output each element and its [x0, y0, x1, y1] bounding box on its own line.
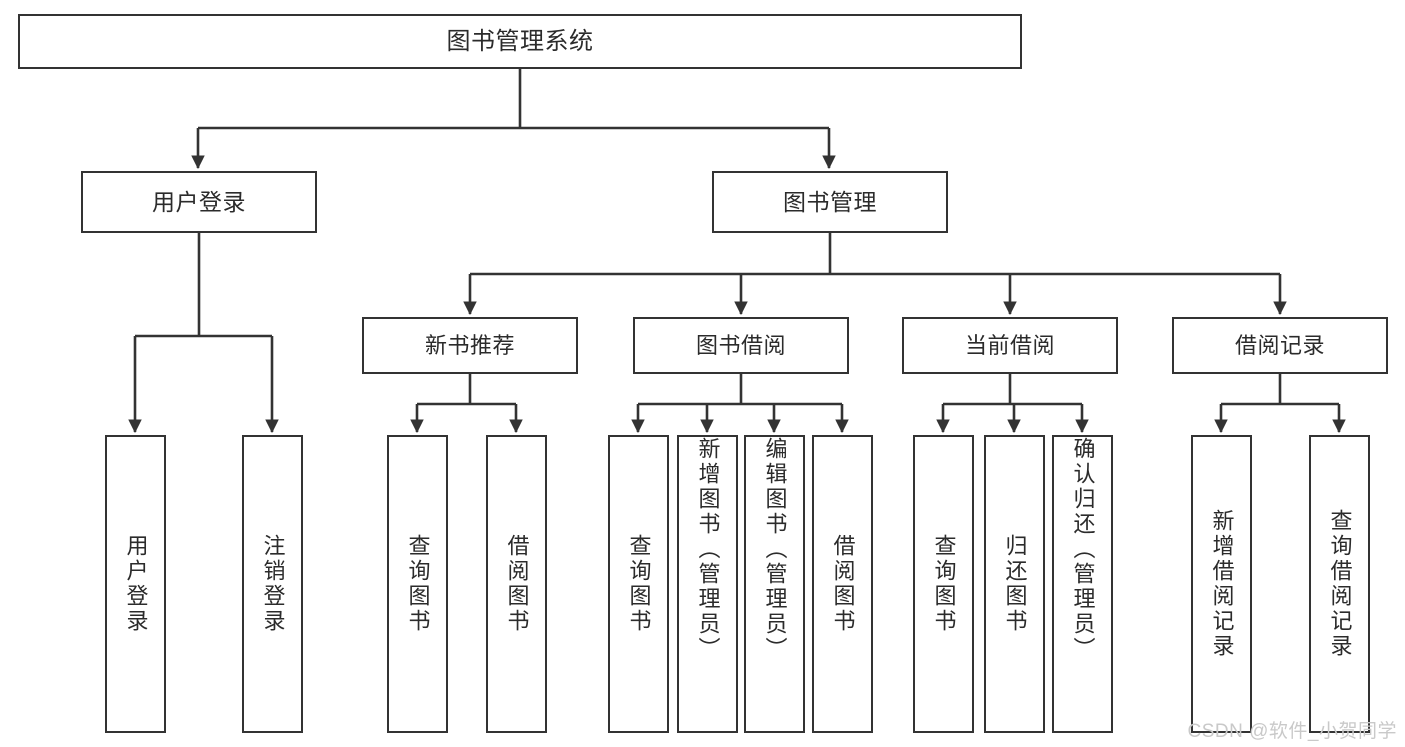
- leaf-borrow-book-1[interactable]: 借阅图书: [486, 435, 547, 733]
- leaf-confirm-return[interactable]: 确认归还（管理员）: [1052, 435, 1113, 733]
- leaf-user-login[interactable]: 用户登录: [105, 435, 166, 733]
- leaf-borrow-book-1-label: 借阅图书: [504, 534, 530, 634]
- leaf-query-record-label: 查询借阅记录: [1327, 509, 1353, 659]
- leaf-return-book-label: 归还图书: [1002, 534, 1028, 634]
- leaf-query-book-1-label: 查询图书: [405, 534, 431, 634]
- leaf-query-record[interactable]: 查询借阅记录: [1309, 435, 1370, 733]
- leaf-user-login-label: 用户登录: [123, 534, 149, 634]
- node-new-book-recommend-label: 新书推荐: [424, 332, 515, 358]
- leaf-add-record[interactable]: 新增借阅记录: [1191, 435, 1252, 733]
- leaf-query-book-3[interactable]: 查询图书: [913, 435, 974, 733]
- node-book-borrow-label: 图书借阅: [695, 332, 786, 358]
- node-root[interactable]: 图书管理系统: [18, 14, 1022, 69]
- leaf-query-book-2[interactable]: 查询图书: [608, 435, 669, 733]
- leaf-add-record-label: 新增借阅记录: [1209, 509, 1235, 659]
- csdn-watermark: CSDN @软件_小贺同学: [1187, 721, 1397, 742]
- leaf-borrow-book-2[interactable]: 借阅图书: [812, 435, 873, 733]
- node-borrow-record[interactable]: 借阅记录: [1172, 317, 1388, 374]
- node-new-book-recommend[interactable]: 新书推荐: [362, 317, 578, 374]
- leaf-query-book-3-label: 查询图书: [931, 534, 957, 634]
- leaf-borrow-book-2-label: 借阅图书: [830, 534, 856, 634]
- node-current-borrow[interactable]: 当前借阅: [902, 317, 1118, 374]
- node-current-borrow-label: 当前借阅: [964, 332, 1055, 358]
- leaf-query-book-1[interactable]: 查询图书: [387, 435, 448, 733]
- node-user-login-label: 用户登录: [152, 188, 246, 215]
- leaf-add-book[interactable]: 新增图书（管理员）: [677, 435, 738, 733]
- leaf-user-logout[interactable]: 注销登录: [242, 435, 303, 733]
- leaf-add-book-label: 新增图书（管理员）: [695, 437, 721, 662]
- leaf-edit-book-label: 编辑图书（管理员）: [762, 437, 788, 662]
- node-book-manage[interactable]: 图书管理: [712, 171, 948, 233]
- leaf-query-book-2-label: 查询图书: [626, 534, 652, 634]
- leaf-confirm-return-label: 确认归还（管理员）: [1070, 437, 1096, 662]
- leaf-edit-book[interactable]: 编辑图书（管理员）: [744, 435, 805, 733]
- leaf-return-book[interactable]: 归还图书: [984, 435, 1045, 733]
- node-borrow-record-label: 借阅记录: [1234, 332, 1325, 358]
- node-book-manage-label: 图书管理: [783, 188, 877, 215]
- node-user-login[interactable]: 用户登录: [81, 171, 317, 233]
- node-book-borrow[interactable]: 图书借阅: [633, 317, 849, 374]
- leaf-user-logout-label: 注销登录: [260, 534, 286, 634]
- node-root-label: 图书管理系统: [446, 27, 594, 55]
